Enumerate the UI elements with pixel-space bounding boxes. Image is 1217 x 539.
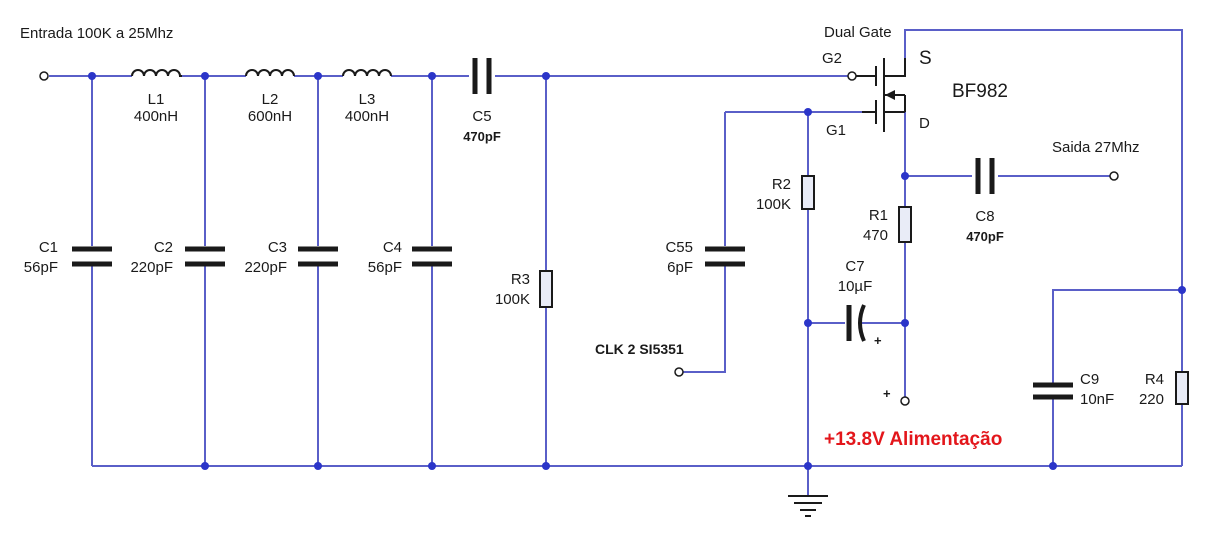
drain-label: D xyxy=(919,115,930,132)
c1-name: C1 xyxy=(39,239,58,256)
l3-name: L3 xyxy=(359,91,376,108)
resistor-r3 xyxy=(539,270,553,308)
c3-name: C3 xyxy=(268,239,287,256)
transistor-model-label: BF982 xyxy=(952,81,1008,102)
capacitor-c7 xyxy=(846,304,866,342)
l3-value: 400nH xyxy=(345,108,389,125)
capacitor-c1 xyxy=(72,246,112,267)
r3-value: 100K xyxy=(495,291,530,308)
input-terminal xyxy=(39,71,49,81)
r2-name: R2 xyxy=(772,176,791,193)
l2-name: L2 xyxy=(262,91,279,108)
c9-name: C9 xyxy=(1080,371,1099,388)
c55-value: 6pF xyxy=(667,259,693,276)
output-terminal xyxy=(1109,171,1119,181)
clock-label: CLK 2 SI5351 xyxy=(595,341,684,357)
r2-value: 100K xyxy=(756,196,791,213)
capacitor-c2 xyxy=(185,246,225,267)
ground-symbol xyxy=(788,495,828,517)
g2-label: G2 xyxy=(822,50,842,67)
inductor-l2 xyxy=(245,69,295,77)
c7-value: 10µF xyxy=(838,278,873,295)
capacitor-c55 xyxy=(705,246,745,267)
c1-value: 56pF xyxy=(24,259,58,276)
resistor-r4 xyxy=(1175,371,1189,405)
c3-value: 220pF xyxy=(244,259,287,276)
input-label: Entrada 100K a 25Mhz xyxy=(20,25,173,42)
g2-terminal xyxy=(847,71,857,81)
c5-name: C5 xyxy=(472,108,491,125)
source-label: S xyxy=(919,48,932,69)
c2-value: 220pF xyxy=(130,259,173,276)
c5-value: 470pF xyxy=(463,129,501,144)
inductor-l3 xyxy=(342,69,392,77)
l1-name: L1 xyxy=(148,91,165,108)
c7-plus-sign: + xyxy=(874,333,882,348)
resistor-r1 xyxy=(898,206,912,243)
capacitor-c5 xyxy=(472,58,492,94)
r4-value: 220 xyxy=(1139,391,1164,408)
resistor-r2 xyxy=(801,175,815,210)
inductor-l1 xyxy=(131,69,182,77)
dual-gate-mosfet-symbol xyxy=(848,58,906,132)
c4-name: C4 xyxy=(383,239,402,256)
capacitor-c8 xyxy=(975,158,995,194)
c2-name: C2 xyxy=(154,239,173,256)
junction-dots xyxy=(88,72,1186,470)
power-plus-sign: + xyxy=(883,386,891,401)
power-terminal xyxy=(900,396,910,406)
g1-label: G1 xyxy=(826,122,846,139)
r3-name: R3 xyxy=(511,271,530,288)
c8-value: 470pF xyxy=(966,229,1004,244)
c8-name: C8 xyxy=(975,208,994,225)
capacitor-c9 xyxy=(1033,382,1073,400)
c55-name: C55 xyxy=(665,239,693,256)
c7-name: C7 xyxy=(845,258,864,275)
r1-value: 470 xyxy=(863,227,888,244)
l2-value: 600nH xyxy=(248,108,292,125)
r4-name: R4 xyxy=(1145,371,1164,388)
c9-value: 10nF xyxy=(1080,391,1114,408)
c4-value: 56pF xyxy=(368,259,402,276)
capacitor-c3 xyxy=(298,246,338,267)
capacitor-c4 xyxy=(412,246,452,267)
r1-name: R1 xyxy=(869,207,888,224)
output-label: Saida 27Mhz xyxy=(1052,139,1140,156)
power-label: +13.8V Alimentação xyxy=(824,429,1002,450)
l1-value: 400nH xyxy=(134,108,178,125)
transistor-type-label: Dual Gate xyxy=(824,24,892,41)
clock-terminal xyxy=(674,367,684,377)
